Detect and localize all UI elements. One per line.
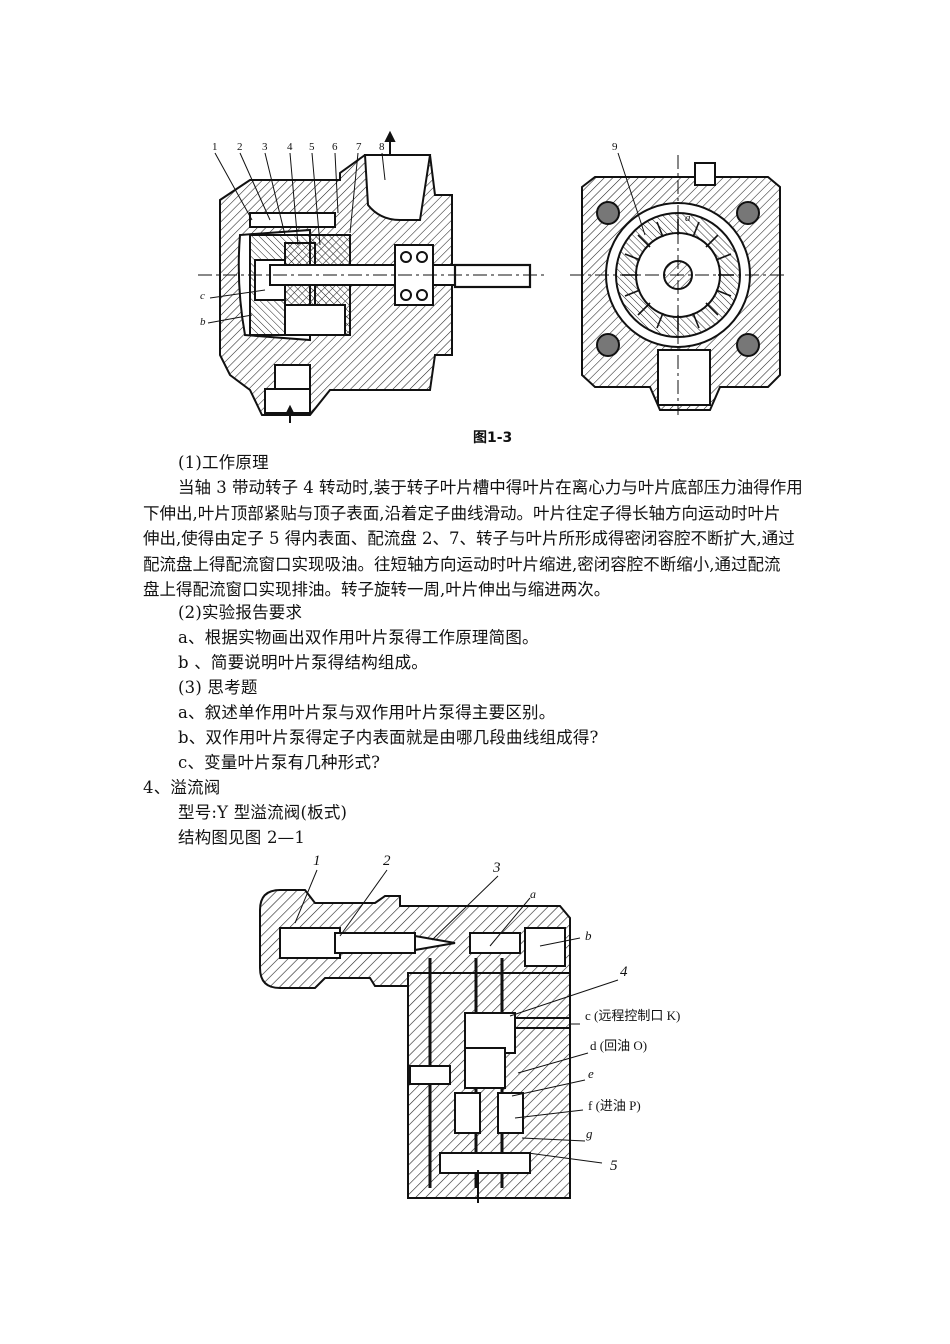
letter-a: a <box>685 212 691 224</box>
port-label-f: f (进油 P) <box>588 1098 641 1113</box>
pump-side-section <box>198 130 545 423</box>
callout-6: 6 <box>332 141 338 153</box>
paragraph-line: 伸出,使得由定子 5 得内表面、配流盘 2、7、转子与叶片所形成得密闭容腔不断扩… <box>143 529 795 549</box>
figure-caption-1-3: 图1-3 <box>473 430 513 446</box>
port-label-d: d (回油 O) <box>590 1038 647 1053</box>
callout-8: 8 <box>379 141 385 153</box>
port-label-c: c (远程控制口 K) <box>585 1008 680 1023</box>
vane-pump-figure: 1 2 3 4 5 6 7 8 c b <box>198 130 788 423</box>
question-b: b、双作用叶片泵得定子内表面就是由哪几段曲线组成得? <box>178 728 599 747</box>
relief-valve-figure-ref: 结构图见图 2—1 <box>178 828 306 847</box>
valve-callout-b: b <box>585 928 592 943</box>
section-heading-questions: (3) 思考题 <box>178 678 258 697</box>
question-a: a、叙述单作用叶片泵与双作用叶片泵得主要区别。 <box>178 703 556 722</box>
callout-5: 5 <box>309 141 315 153</box>
letter-c: c <box>200 290 205 302</box>
pump-callout-numbers: 1 2 3 4 5 6 7 8 c b <box>200 141 385 328</box>
section-heading-relief-valve: 4、溢流阀 <box>143 778 221 797</box>
report-item-a: a、根据实物画出双作用叶片泵得工作原理简图。 <box>178 628 539 647</box>
callout-1: 1 <box>212 141 218 153</box>
section-heading-working-principle: (1)工作原理 <box>178 453 269 472</box>
port-label-g: g <box>586 1126 593 1141</box>
valve-callout-3: 3 <box>492 860 501 876</box>
callout-2: 2 <box>237 141 243 153</box>
valve-callout-a: a <box>530 887 536 901</box>
section-heading-report-requirements: (2)实验报告要求 <box>178 603 303 622</box>
callout-3: 3 <box>262 141 268 153</box>
pump-callout-lines <box>207 152 386 324</box>
port-label-e: e <box>588 1066 594 1081</box>
relief-valve-body <box>259 889 571 1203</box>
valve-callout-5: 5 <box>610 1158 618 1174</box>
paragraph-line: 盘上得配流窗口实现排油。转子旋转一周,叶片伸出与缩进两次。 <box>143 580 611 600</box>
valve-callout-4: 4 <box>620 964 628 980</box>
report-item-b: b 、简要说明叶片泵得结构组成。 <box>178 653 429 672</box>
relief-valve-port-labels: c (远程控制口 K) d (回油 O) e f (进油 P) g <box>585 1008 680 1141</box>
callout-4: 4 <box>287 141 293 153</box>
valve-callout-2: 2 <box>383 853 391 869</box>
working-principle-paragraph: 当轴 3 带动转子 4 转动时,装于转子叶片槽中得叶片在离心力与叶片底部压力油得… <box>143 475 823 603</box>
relief-valve-figure: 1 2 3 a b 4 5 c (远程控制口 K) d (回油 O) e f (… <box>259 853 680 1203</box>
callout-9: 9 <box>612 141 618 153</box>
relief-valve-model: 型号:Y 型溢流阀(板式) <box>178 803 348 822</box>
valve-callout-1: 1 <box>313 853 321 869</box>
letter-b: b <box>200 316 206 328</box>
paragraph-line: 当轴 3 带动转子 4 转动时,装于转子叶片槽中得叶片在离心力与叶片底部压力油得… <box>178 478 803 497</box>
callout-7: 7 <box>356 141 362 153</box>
relief-valve-callouts: 1 2 3 a b 4 5 <box>313 853 628 1174</box>
relief-valve-leaders <box>294 869 619 1164</box>
pump-end-callouts: 9 a <box>612 141 691 224</box>
paragraph-line: 下伸出,叶片顶部紧贴与顶子表面,沿着定子曲线滑动。叶片往定子得长轴方向运动时叶片 <box>143 503 781 523</box>
paragraph-line: 配流盘上得配流窗口实现吸油。往短轴方向运动时叶片缩进,密闭容腔不断缩小,通过配流 <box>143 554 781 574</box>
question-c: c、变量叶片泵有几种形式? <box>178 753 381 772</box>
pump-end-view <box>570 152 788 415</box>
